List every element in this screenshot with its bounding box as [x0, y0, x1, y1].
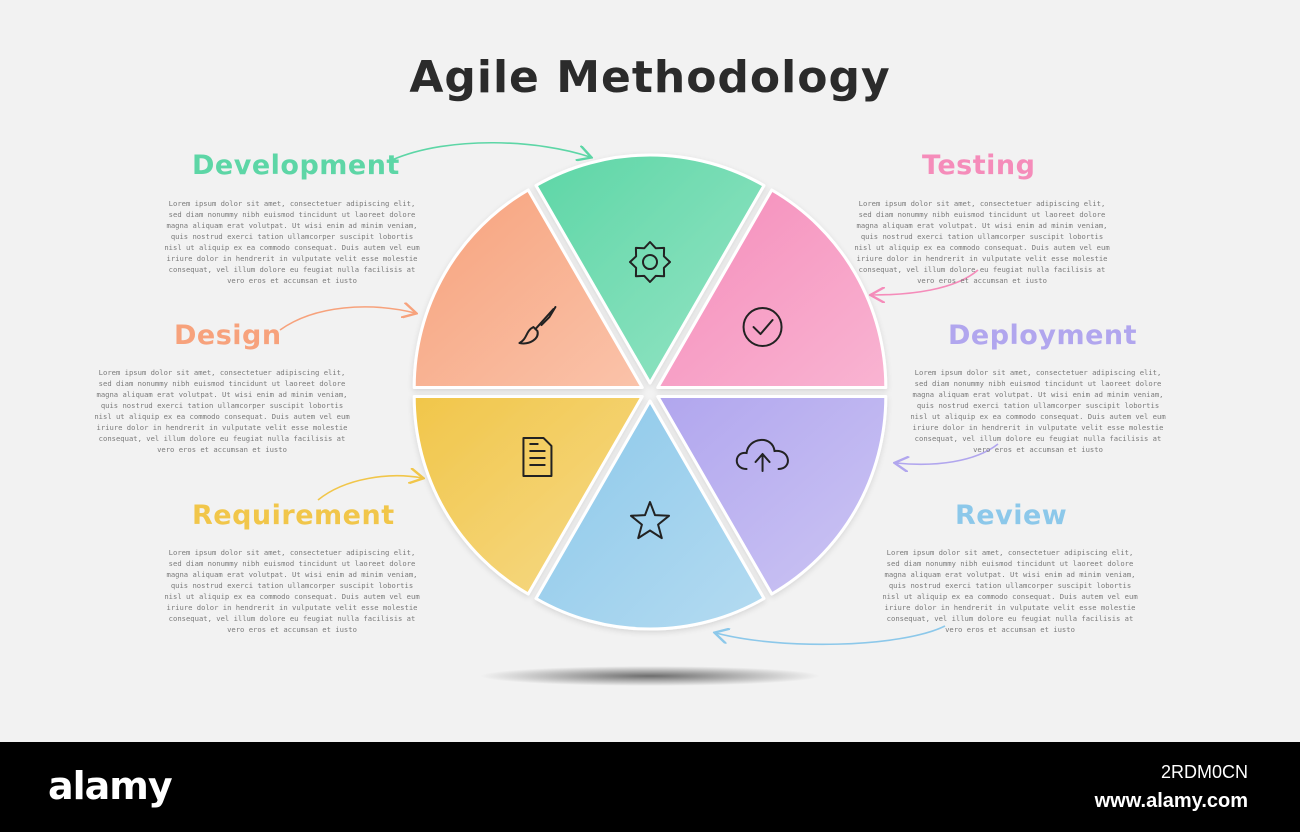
sector-design — [412, 188, 644, 389]
star-icon — [630, 501, 670, 540]
stage-description-review: Lorem ipsum dolor sit amet, consectetuer… — [882, 548, 1138, 634]
document-icon — [522, 436, 553, 477]
sector-review — [534, 399, 766, 631]
arrow-development — [391, 141, 590, 160]
stage-label-requirement: Requirement — [192, 500, 395, 531]
stage-label-review: Review — [955, 500, 1068, 531]
brand-logo: alamy — [48, 764, 173, 808]
infographic-canvas: Agile Methodology — [94, 52, 1166, 686]
arrow-design — [279, 307, 415, 331]
stage-description-development: Lorem ipsum dolor sit amet, consectetuer… — [164, 199, 420, 285]
stage-label-deployment: Deployment — [948, 320, 1138, 351]
stage-label-design: Design — [174, 320, 282, 351]
arrow-requirement — [317, 476, 422, 501]
sector-testing — [656, 188, 888, 389]
agile-cycle-diagram — [279, 141, 999, 686]
floor-shadow — [480, 666, 820, 686]
sector-deployment — [656, 395, 888, 596]
stage-description-requirement: Lorem ipsum dolor sit amet, consectetuer… — [164, 548, 420, 634]
brush-icon — [518, 306, 557, 345]
page-title: Agile Methodology — [409, 52, 891, 103]
site-url: www.alamy.com — [1094, 790, 1248, 812]
sector-requirement — [412, 395, 644, 596]
cloud-upload-icon — [735, 438, 789, 472]
stage-description-design: Lorem ipsum dolor sit amet, consectetuer… — [94, 368, 350, 454]
arrow-testing — [872, 269, 979, 295]
gear-icon — [629, 241, 671, 283]
stage-description-deployment: Lorem ipsum dolor sit amet, consectetuer… — [910, 368, 1166, 454]
stage-label-testing: Testing — [922, 150, 1036, 181]
watermark-footer: alamy 2RDM0CN www.alamy.com — [0, 742, 1300, 832]
checkmark-circle-icon — [742, 307, 783, 348]
arrow-deployment — [896, 443, 999, 464]
arrow-review — [716, 625, 946, 646]
stage-description-testing: Lorem ipsum dolor sit amet, consectetuer… — [854, 199, 1110, 285]
stage-label-development: Development — [192, 150, 400, 181]
image-id: 2RDM0CN — [1160, 762, 1248, 782]
